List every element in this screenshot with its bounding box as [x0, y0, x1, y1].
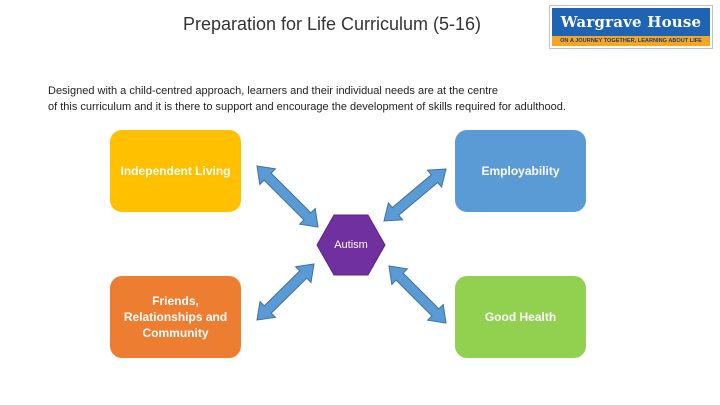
page-title: Preparation for Life Curriculum (5-16) — [182, 14, 482, 34]
intro-line-1: Designed with a child-centred approach, … — [48, 85, 499, 97]
wargrave-house-logo: Wargrave House ON A JOURNEY TOGETHER, LE… — [549, 5, 713, 49]
intro-line-2: of this curriculum and it is there to su… — [48, 101, 566, 113]
arrow-employability — [383, 168, 447, 222]
node-label-employability: Employability — [481, 164, 560, 178]
node-friends-relationships-community: Friends, Relationships and Community — [110, 276, 241, 358]
arrow-good-health — [388, 265, 447, 324]
arrow-friends — [256, 263, 315, 321]
node-independent-living: Independent Living — [110, 130, 241, 212]
logo-tagline: ON A JOURNEY TOGETHER, LEARNING ABOUT LI… — [552, 36, 710, 46]
intro-text: Designed with a child-centred approach, … — [48, 83, 688, 115]
node-good-health: Good Health — [455, 276, 586, 358]
center-label: Autism — [334, 239, 368, 251]
center-hexagon — [316, 214, 386, 276]
node-label-independent-living: Independent Living — [120, 164, 231, 178]
node-label-friends: Friends, Relationships and Community — [123, 294, 228, 340]
logo-name: Wargrave House — [552, 8, 710, 36]
node-employability: Employability — [455, 130, 586, 212]
arrow-independent-living — [256, 165, 319, 228]
node-label-good-health: Good Health — [484, 310, 557, 324]
